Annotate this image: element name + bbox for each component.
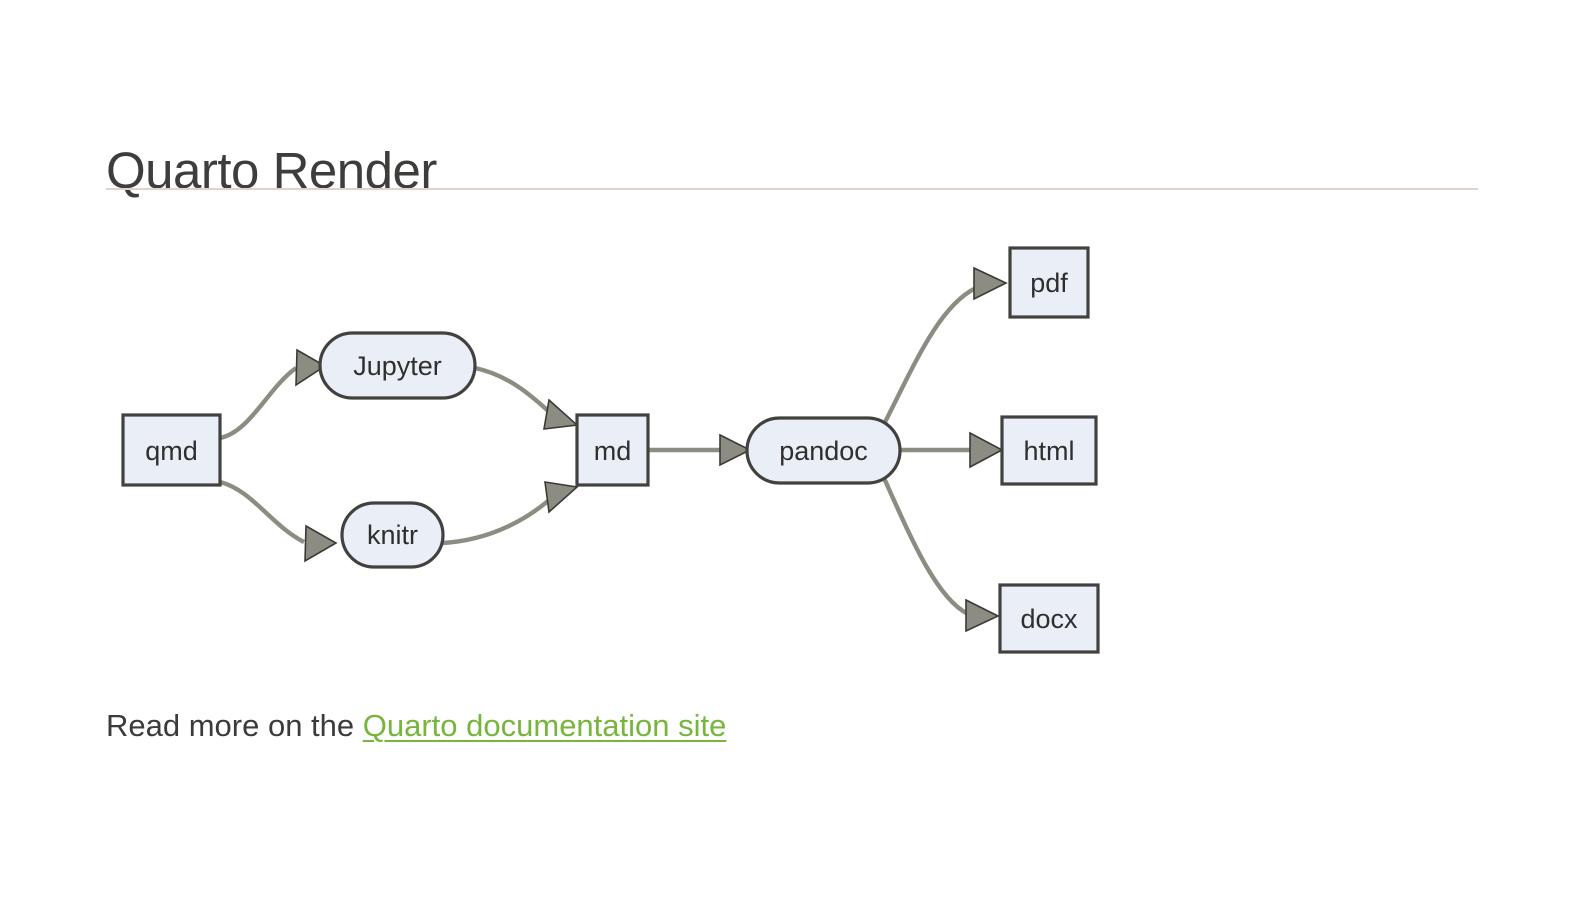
- arrowhead-pandoc-to-pdf: [973, 266, 1008, 301]
- node-html-label: html: [1023, 436, 1074, 466]
- read-more-prefix: Read more on the: [106, 708, 363, 743]
- node-jupyter[interactable]: Jupyter: [318, 331, 477, 400]
- arrowhead-md-to-pandoc: [719, 433, 752, 467]
- node-knitr-label: knitr: [367, 520, 418, 550]
- page-title: Quarto Render: [106, 142, 437, 200]
- arrowhead-pandoc-to-html: [969, 431, 1004, 469]
- arrowhead-qmd-to-knitr: [304, 524, 338, 563]
- node-pdf[interactable]: pdf: [1008, 246, 1090, 319]
- node-md[interactable]: md: [575, 413, 650, 487]
- read-more-paragraph: Read more on the Quarto documentation si…: [106, 704, 726, 748]
- edge-pandoc-to-docx: [881, 477, 970, 616]
- node-pandoc[interactable]: pandoc: [745, 416, 902, 485]
- edge-qmd-to-jupyter: [219, 366, 298, 441]
- arrowhead-jupyter-to-md: [543, 398, 579, 430]
- node-pdf-label: pdf: [1030, 268, 1068, 298]
- node-docx[interactable]: docx: [998, 583, 1100, 654]
- arrowhead-knitr-to-md: [544, 481, 579, 514]
- edge-jupyter-to-md: [474, 365, 558, 420]
- node-knitr[interactable]: knitr: [340, 501, 445, 569]
- arrowhead-pandoc-to-docx: [965, 598, 1000, 633]
- node-jupyter-label: Jupyter: [353, 351, 442, 381]
- edge-knitr-to-md: [442, 492, 558, 546]
- flowchart-svg: qmd Jupyter knitr md: [121, 246, 1100, 654]
- node-html[interactable]: html: [1000, 415, 1098, 486]
- quarto-documentation-link[interactable]: Quarto documentation site: [362, 708, 727, 743]
- node-md-label: md: [594, 436, 632, 466]
- edge-qmd-to-knitr: [219, 479, 305, 544]
- node-layer: qmd Jupyter knitr md: [121, 246, 1100, 654]
- node-qmd[interactable]: qmd: [121, 413, 222, 487]
- arrowhead-qmd-to-jupyter: [295, 348, 327, 387]
- node-docx-label: docx: [1020, 604, 1078, 634]
- node-pandoc-label: pandoc: [779, 436, 868, 466]
- quarto-render-flowchart: qmd Jupyter knitr md: [0, 210, 1300, 670]
- edge-pandoc-to-pdf: [882, 286, 977, 426]
- node-qmd-label: qmd: [145, 436, 198, 466]
- title-divider: [106, 188, 1478, 190]
- edge-layer: [219, 266, 1008, 633]
